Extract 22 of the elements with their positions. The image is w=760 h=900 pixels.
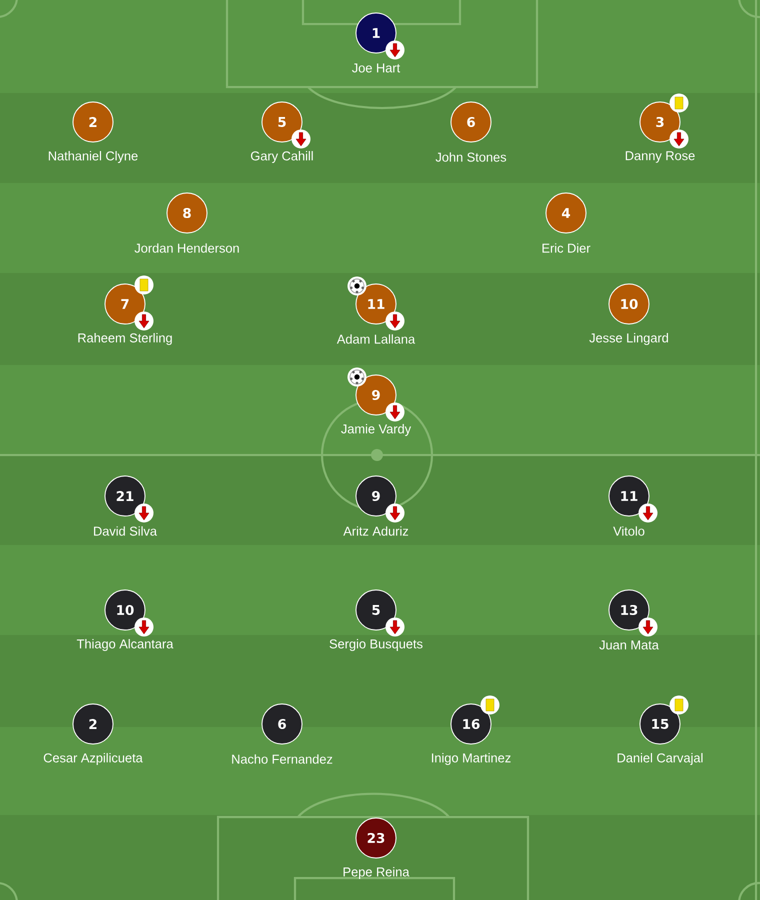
- player-name: Daniel Carvajal: [618, 753, 702, 765]
- player-name: Jesse Lingard: [589, 333, 668, 345]
- player-name: Pepe Reina: [344, 867, 410, 879]
- player-name: John Stones: [436, 152, 506, 162]
- player-name: David Silva: [94, 526, 157, 536]
- player-name: Cesar Azpilicueta: [44, 753, 143, 765]
- player-name: Raheem Sterling: [78, 333, 172, 345]
- player-name: Nathaniel Clyne: [48, 151, 138, 163]
- player-name: Juan Mata: [599, 640, 659, 650]
- player-name: Inigo Martinez: [432, 753, 511, 765]
- player-name: Sergio Busquets: [330, 639, 422, 651]
- player-name: Vitolo: [613, 526, 644, 536]
- player-name: Thiago Alcantara: [76, 639, 174, 651]
- player-name: Eric Dier: [542, 243, 590, 253]
- player-name: Danny Rose: [626, 151, 695, 163]
- player-name: Jordan Henderson: [134, 243, 239, 253]
- player-name: Jamie Vardy: [341, 424, 412, 436]
- player-name: Gary Cahill: [251, 151, 313, 163]
- player-name: Aritz Aduriz: [343, 526, 408, 536]
- player-name: Adam Lallana: [336, 334, 416, 344]
- player-name: Nacho Fernandez: [232, 754, 332, 764]
- player-name: Joe Hart: [352, 64, 400, 72]
